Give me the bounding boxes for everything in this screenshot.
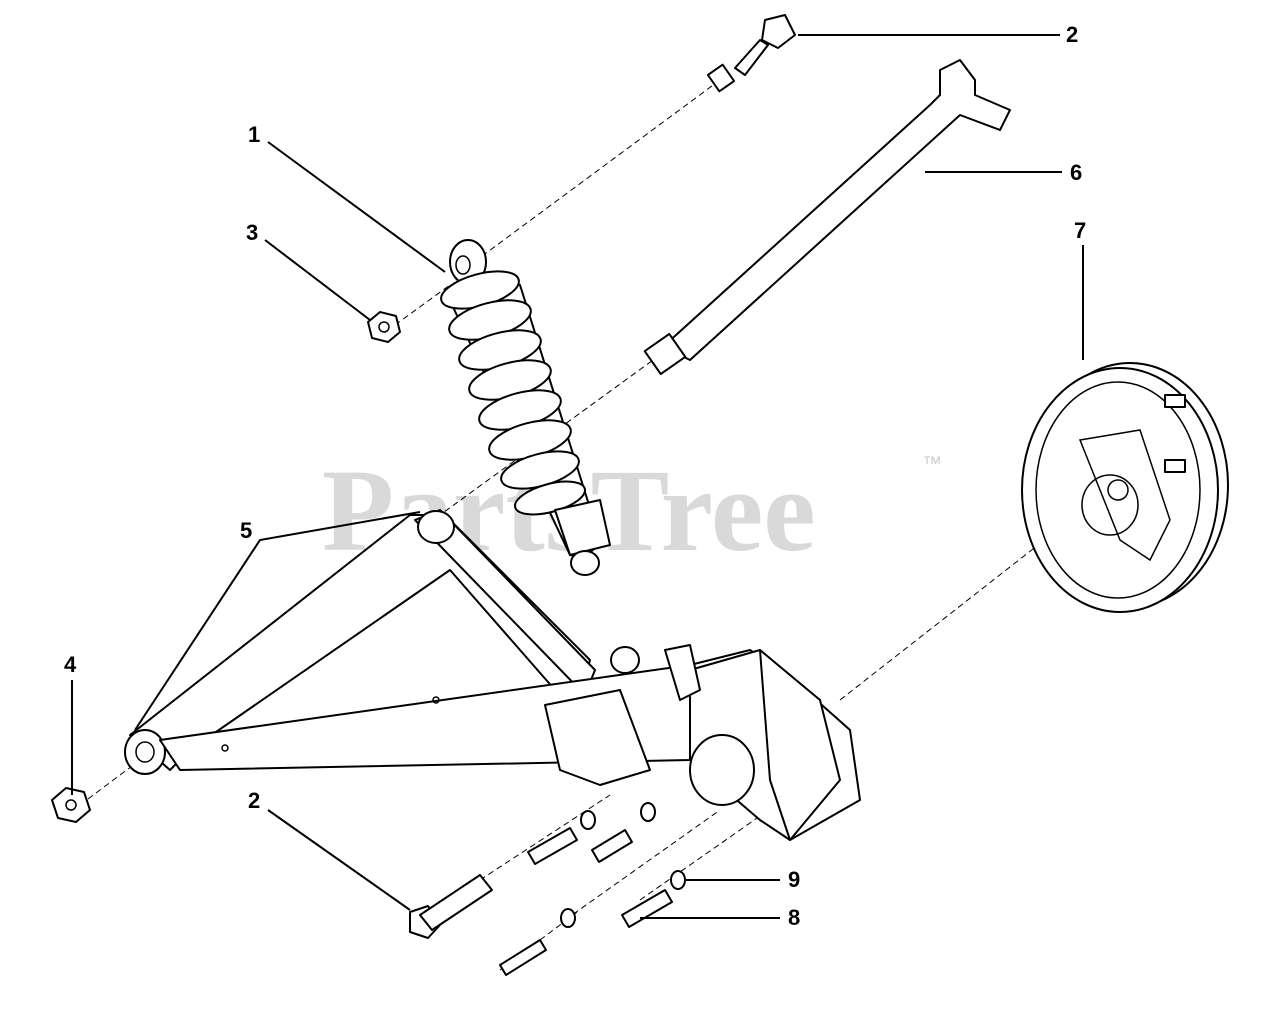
bolt-small-c (499, 939, 547, 976)
shock-absorber-part-1 (440, 239, 611, 576)
bolt-small-a (527, 827, 578, 865)
washer-part-9 (670, 870, 686, 890)
axle-housing-frame (159, 644, 861, 841)
watermark-trademark: ™ (922, 453, 942, 475)
callout-1: 1 (248, 122, 260, 147)
callout-3: 3 (246, 220, 258, 245)
callout-8: 8 (788, 905, 800, 930)
small-fasteners (499, 802, 686, 976)
callout-labels: 1 2 3 4 5 6 7 2 8 9 (64, 22, 1086, 930)
callout-7: 7 (1074, 218, 1086, 243)
callout-4: 4 (64, 652, 77, 677)
washer-a (580, 810, 596, 830)
callout-5: 5 (240, 518, 252, 543)
washer-c (560, 908, 576, 928)
brake-drum-part-7 (1021, 362, 1229, 613)
bolt-small-b (591, 829, 633, 863)
washer-b (640, 802, 656, 822)
callout-9: 9 (788, 867, 800, 892)
callout-6: 6 (1070, 160, 1082, 185)
bolt-part-2-bottom (409, 874, 493, 939)
bolt-part-2-top (706, 14, 796, 93)
nut-part-3 (367, 311, 401, 343)
coil-spring (440, 270, 586, 516)
leader-lines (71, 34, 1084, 919)
rod-part-6 (643, 59, 1011, 376)
callout-2-top: 2 (1066, 22, 1078, 47)
callout-2-bottom: 2 (248, 788, 260, 813)
nut-part-4 (51, 787, 91, 823)
bolt-part-8 (621, 889, 673, 928)
swing-arm-part-5 (124, 509, 596, 775)
